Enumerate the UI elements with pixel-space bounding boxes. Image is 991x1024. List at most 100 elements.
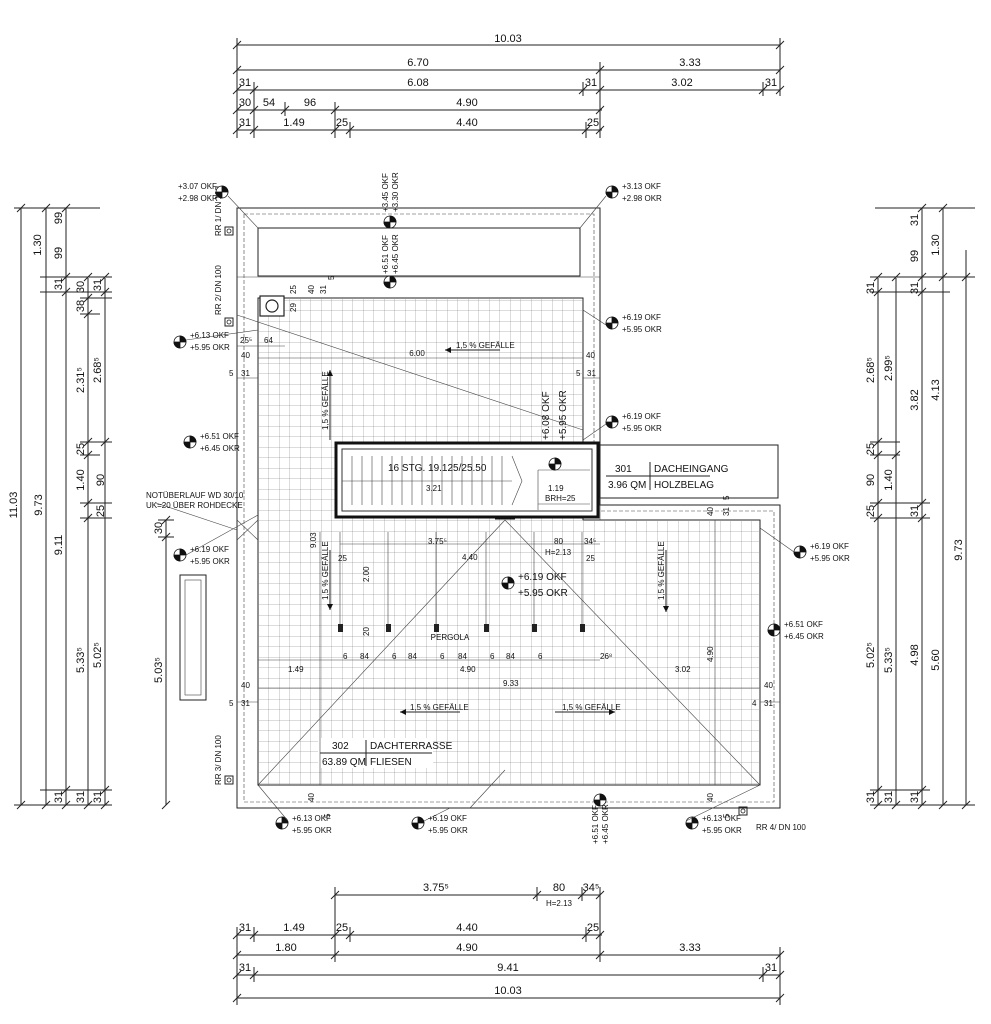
right-dim: 90 bbox=[865, 474, 877, 486]
level-text: +5.95 OKR bbox=[292, 826, 332, 835]
top-dim: 4.90 bbox=[456, 97, 477, 109]
inner-dim: 4.90 bbox=[706, 646, 715, 662]
right-dim: 25 bbox=[865, 443, 877, 455]
room-301-name: DACHEINGANG bbox=[654, 464, 729, 475]
level-text: +6.19 OKF bbox=[622, 313, 661, 322]
right-dim: 1.40 bbox=[883, 469, 895, 490]
level-text: +6.51 OKF bbox=[381, 235, 390, 274]
level-labels: +3.07 OKF +2.98 OKR +3.45 OKF +3.30 OKR … bbox=[178, 172, 850, 844]
level-text: +6.19 OKF bbox=[190, 545, 229, 554]
terrace-tile-grid bbox=[259, 299, 759, 785]
inner-post: 6 bbox=[343, 652, 348, 661]
inner-dim: 9.03 bbox=[309, 532, 318, 548]
level-text: +6.45 OKR bbox=[391, 234, 400, 274]
inner-post: 84 bbox=[360, 652, 369, 661]
level-text: +5.95 OKR bbox=[702, 826, 742, 835]
right-dim: 9.73 bbox=[953, 539, 965, 560]
room-302-area: 63.89 QM bbox=[322, 757, 366, 768]
inner-dim: 40 bbox=[764, 681, 773, 690]
top-dim: 96 bbox=[304, 97, 316, 109]
inner-dim: 80 bbox=[554, 537, 563, 546]
room-301-area: 3.96 QM bbox=[608, 480, 646, 491]
stair-119: 1.19 bbox=[548, 484, 564, 493]
room-302: 302 DACHTERRASSE 63.89 QM FLIESEN bbox=[318, 738, 453, 768]
top-dim: 54 bbox=[263, 97, 275, 109]
right-dim: 5.60 bbox=[930, 649, 942, 670]
bottom-dim-note: H=2.13 bbox=[546, 899, 573, 908]
room-302-floor: FLIESEN bbox=[370, 757, 412, 768]
left-dim: 5.02⁵ bbox=[92, 642, 104, 668]
left-dim: 31 bbox=[92, 279, 104, 291]
level-text: +6.08 OKF bbox=[541, 391, 552, 440]
inner-dim: 40 bbox=[307, 793, 316, 802]
inner-dim: 64 bbox=[264, 336, 273, 345]
level-marker-bv651 bbox=[593, 793, 607, 807]
top-dim-total: 10.03 bbox=[494, 33, 522, 45]
left-dim: 5.03⁵ bbox=[153, 657, 165, 683]
top-dim: 30 bbox=[239, 97, 251, 109]
right-dim: 31 bbox=[909, 214, 921, 226]
inner-dim: 34⁵ bbox=[584, 537, 596, 546]
top-dim: 31 bbox=[239, 77, 251, 89]
bottom-dim: 1.80 bbox=[275, 942, 296, 954]
level-text: +2.98 OKR bbox=[178, 194, 218, 203]
top-dim: 31 bbox=[585, 77, 597, 89]
bottom-dim: 3.33 bbox=[679, 942, 700, 954]
level-marker-r619a bbox=[605, 316, 619, 330]
left-dim: 31 bbox=[53, 278, 65, 290]
inner-dim: 5 bbox=[722, 813, 731, 818]
bottom-dim: 4.40 bbox=[456, 922, 477, 934]
level-marker-l613 bbox=[173, 335, 187, 349]
bottom-dim-total: 10.03 bbox=[494, 985, 522, 997]
level-text: +5.95 OKR bbox=[190, 343, 230, 352]
level-marker-l619 bbox=[173, 548, 187, 562]
top-dim: 31 bbox=[765, 77, 777, 89]
level-text: +3.07 OKF bbox=[178, 182, 217, 191]
left-dim: 30 bbox=[153, 522, 165, 534]
inner-dim: 31 bbox=[319, 285, 328, 294]
inner-dim: 4 bbox=[752, 699, 757, 708]
inner-dim: 40 bbox=[706, 793, 715, 802]
level-text: +3.45 OKF bbox=[381, 173, 390, 212]
level-marker-tm bbox=[383, 215, 397, 229]
drain-rr3: RR 3/ DN 100 bbox=[214, 735, 223, 785]
inner-dim: 5 bbox=[576, 369, 581, 378]
inner-dim: 5 bbox=[229, 699, 234, 708]
inner-dim: 5 bbox=[722, 495, 731, 500]
inner-dim: 31 bbox=[764, 699, 773, 708]
stair-brh: BRH=25 bbox=[545, 494, 576, 503]
slope-ridges bbox=[236, 314, 761, 786]
inner-dim: 31 bbox=[241, 699, 250, 708]
level-marker-m651 bbox=[383, 275, 397, 289]
inner-dim: 40 bbox=[706, 507, 715, 516]
level-text: +6.13 OKF bbox=[292, 814, 331, 823]
right-dim: 4.98 bbox=[909, 644, 921, 665]
right-dim: 31 bbox=[909, 282, 921, 294]
level-markers bbox=[173, 185, 807, 830]
pergola-posts: PERGOLA bbox=[338, 532, 585, 642]
level-marker-tr bbox=[605, 185, 619, 199]
bottom-dim: 9.41 bbox=[497, 962, 518, 974]
inner-dim: 1.49 bbox=[288, 665, 304, 674]
inner-post: 6 bbox=[538, 652, 543, 661]
inner-dim: 20 bbox=[362, 627, 371, 636]
inner-post: 84 bbox=[506, 652, 515, 661]
slope-left2: 1,5 % GEFÄLLE bbox=[321, 541, 330, 600]
inner-dimensions: 6.00 25⁵ 64 40 5 31 40 5 31 25 40 31 5 2… bbox=[229, 275, 780, 818]
room-302-number: 302 bbox=[332, 741, 349, 752]
level-text: +2.98 OKR bbox=[622, 194, 662, 203]
slope-bottom-left: 1,5 % GEFÄLLE bbox=[410, 703, 469, 712]
inner-dim: 25 bbox=[586, 554, 595, 563]
inner-dim: H=2.13 bbox=[545, 548, 572, 557]
top-dim: 4.40 bbox=[456, 117, 477, 129]
level-text: +6.19 OKF bbox=[428, 814, 467, 823]
level-text: +6.13 OKF bbox=[190, 331, 229, 340]
inner-dim: 25⁵ bbox=[240, 336, 252, 345]
level-marker-r619b bbox=[605, 415, 619, 429]
drain-rr2: RR 2/ DN 100 bbox=[214, 265, 223, 315]
bottom-dim: 31 bbox=[239, 922, 251, 934]
inner-post: 84 bbox=[408, 652, 417, 661]
inner-dim: 25 bbox=[338, 554, 347, 563]
right-dim: 3.82 bbox=[909, 389, 921, 410]
slope-top: 1,5 % GEFÄLLE bbox=[456, 341, 515, 350]
